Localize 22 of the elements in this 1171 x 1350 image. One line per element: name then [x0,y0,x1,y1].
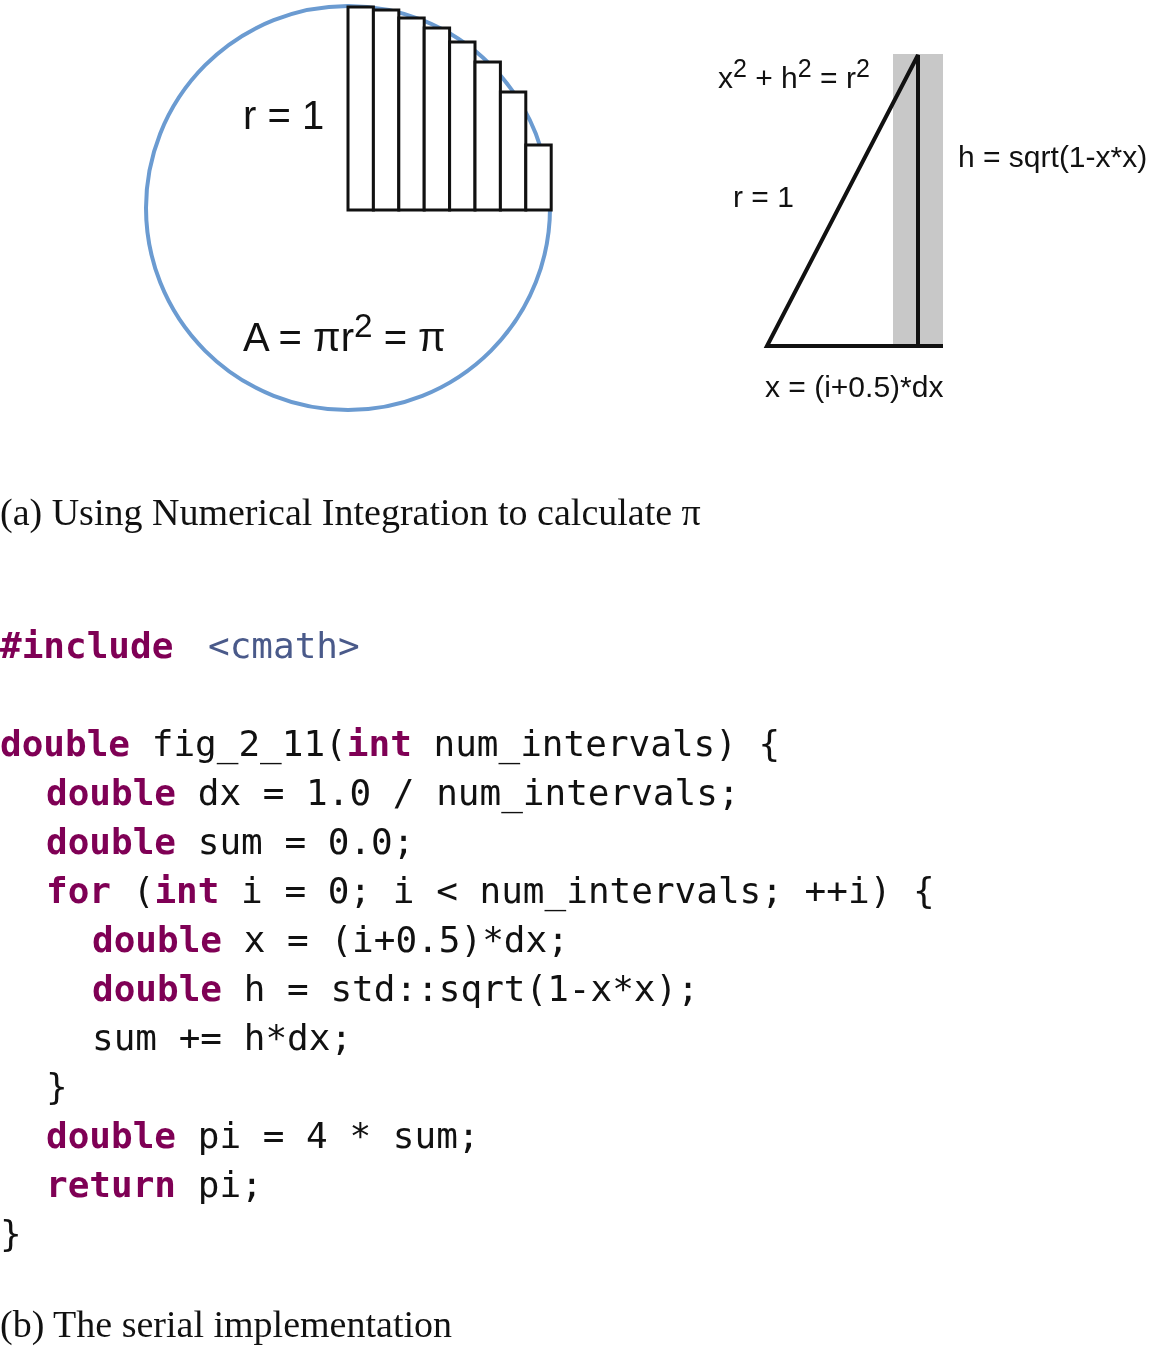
radius-label: r = 1 [243,93,325,137]
area-formula: A = πr$^{2}$ = π [243,308,446,360]
code-line: <cmath> [208,626,360,666]
code-line: #include [0,626,174,666]
code-line: double h = std::sqrt(1-x*x); [92,969,699,1009]
code-line: for (int i = 0; i < num_intervals; ++i) { [46,871,935,911]
code-line: return pi; [46,1165,263,1205]
code-line: double sum = 0.0; [46,822,415,862]
code-line: double pi = 4 * sum; [46,1116,480,1156]
code-line: } [0,1214,22,1254]
code-line: } [46,1067,68,1107]
code-line: sum += h*dx; [92,1018,353,1058]
formula-label: x$^{2}$ + h$^{2}$ = r$^{2}$ [718,55,870,94]
radius-label: r = 1 [733,180,794,213]
code-line: double fig_2_11(int num_intervals) { [0,724,781,764]
figure-caption: (b) The serial implementation [0,1304,452,1346]
code-line: double x = (i+0.5)*dx; [92,920,569,960]
figure-caption: (a) Using Numerical Integration to calculate π [0,492,701,534]
code-line: double dx = 1.0 / num_intervals; [46,773,740,813]
circle [143,3,553,413]
formula-label: x = (i+0.5)*dx [765,370,944,403]
formula-label: h = sqrt(1-x*x) [958,140,1148,173]
